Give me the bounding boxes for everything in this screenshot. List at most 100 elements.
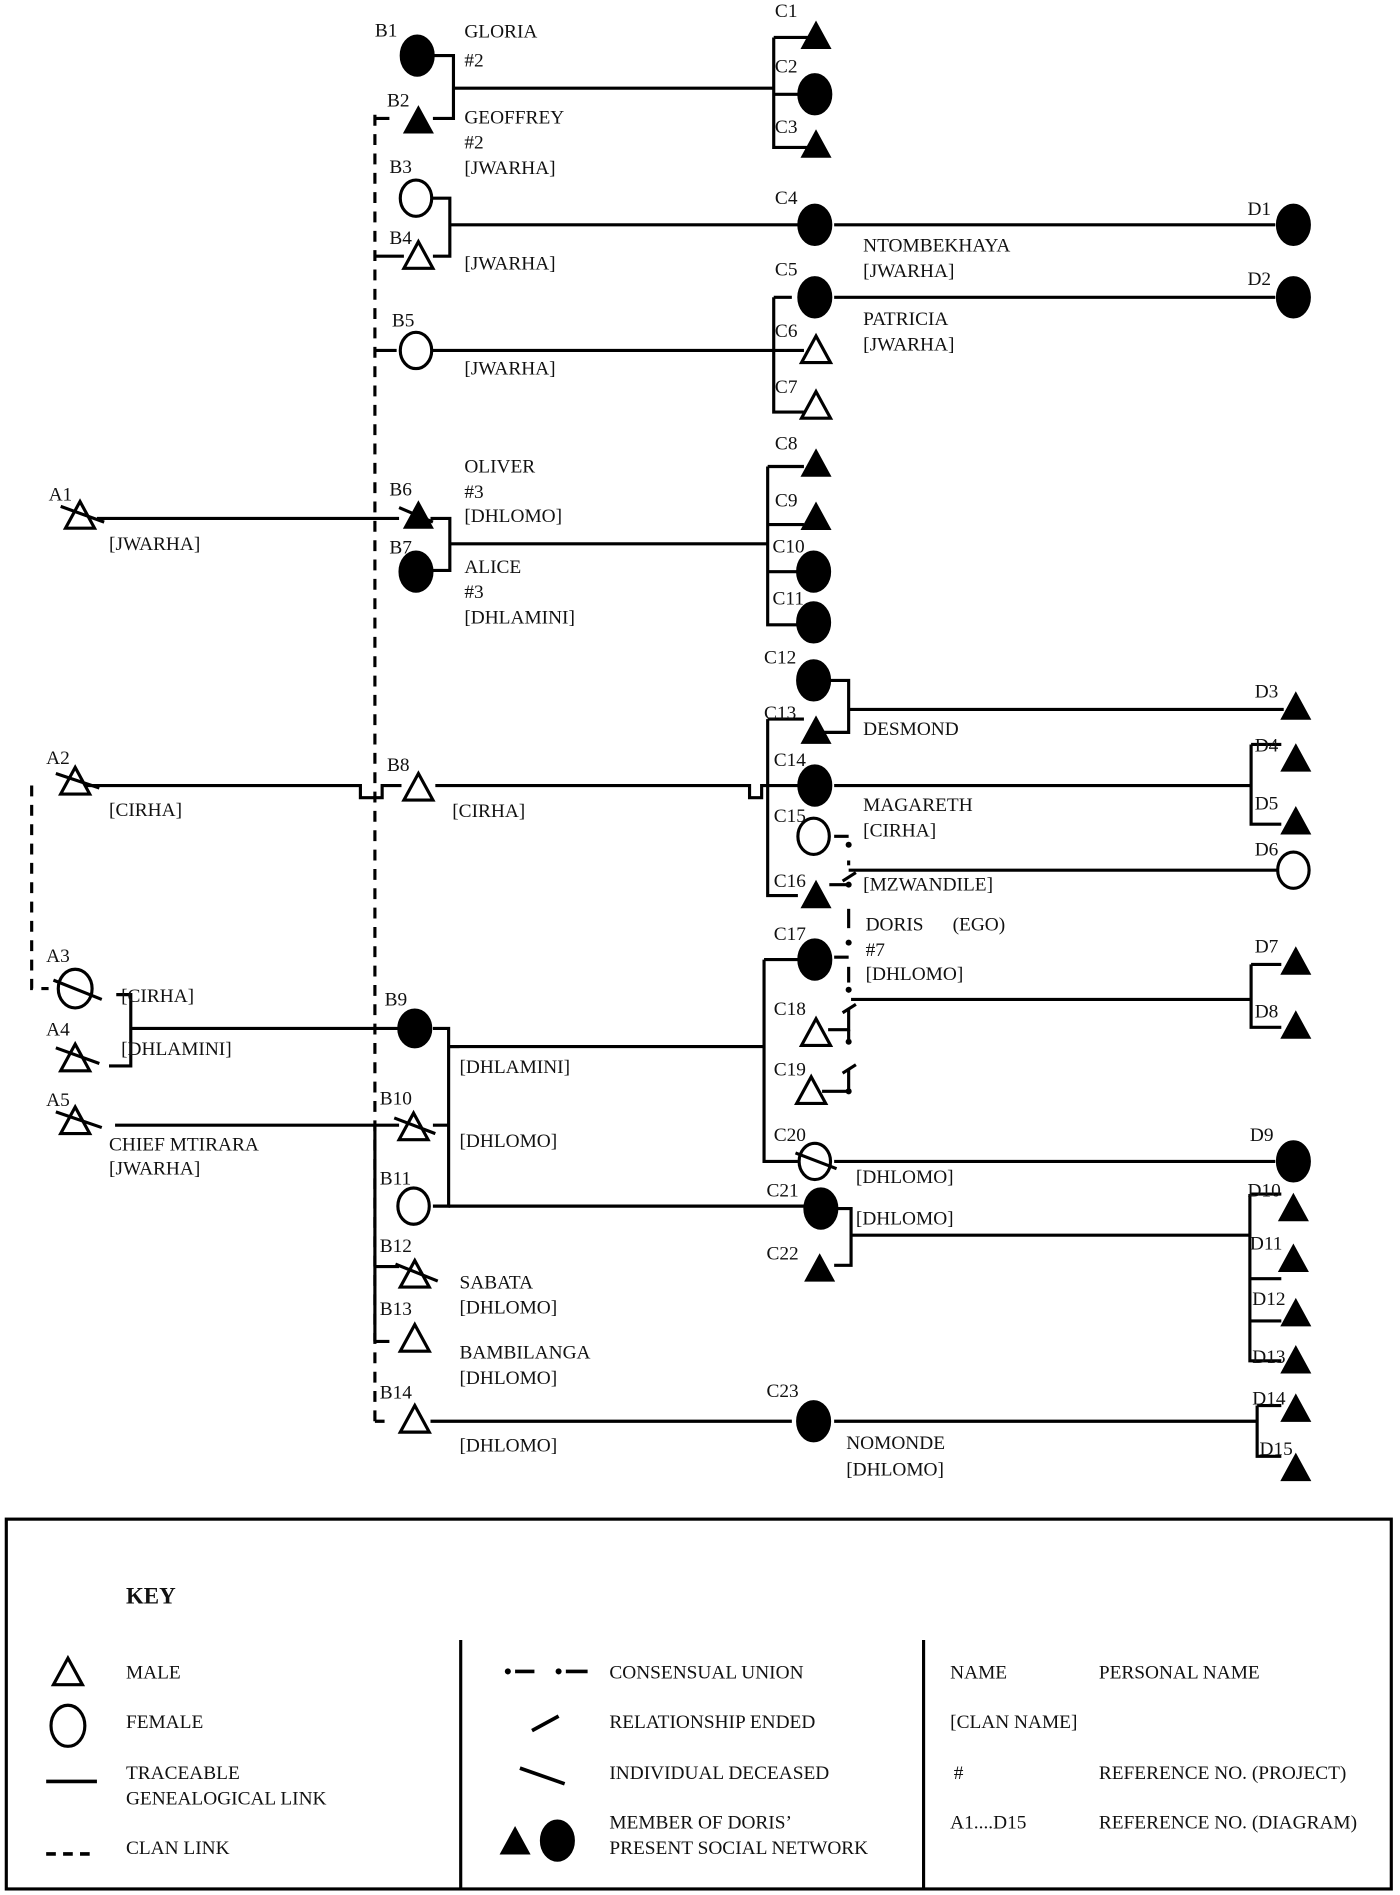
clan-b13: [DHLOMO] [459, 1368, 557, 1389]
clan-b6: [DHLOMO] [464, 506, 562, 527]
key-hash-desc: REFERENCE NO. (PROJECT) [1099, 1763, 1347, 1784]
ref-b2: B2 [387, 90, 410, 111]
ref-c9: C9 [775, 490, 798, 511]
ref-d8: D8 [1255, 1002, 1279, 1023]
union-b1-b2 [432, 54, 774, 121]
ref-b1: B1 [375, 20, 398, 41]
person-b12 [398, 1258, 431, 1289]
ref-c23: C23 [766, 1381, 798, 1402]
project-c17: #7 [866, 940, 886, 961]
ego-c17: (EGO) [953, 915, 1006, 936]
name-b1: GLORIA [464, 21, 537, 42]
person-c15 [796, 816, 831, 857]
ref-d3: D3 [1255, 681, 1279, 702]
name-labels: [JWARHA] [CIRHA] [CIRHA] [DHLAMINI] CHIE… [109, 21, 1010, 1480]
person-c4 [797, 203, 833, 246]
ref-c19: C19 [774, 1060, 806, 1081]
ref-d14: D14 [1252, 1388, 1286, 1409]
clan-b9: [DHLAMINI] [459, 1057, 570, 1078]
ref-c13: C13 [764, 703, 796, 724]
key-traceable-label-1: TRACEABLE [126, 1763, 240, 1784]
person-d7 [1280, 946, 1311, 975]
person-c9 [800, 502, 832, 530]
key-male-icon [51, 1656, 85, 1687]
ref-b9: B9 [385, 990, 408, 1011]
project-b1: #2 [464, 50, 483, 71]
key-traceable-label-2: GENEALOGICAL LINK [126, 1788, 327, 1809]
clan-b5: [JWARHA] [464, 359, 555, 380]
ref-d13: D13 [1252, 1347, 1285, 1368]
clan-a5: [JWARHA] [109, 1159, 200, 1180]
key-female-icon [49, 1703, 87, 1748]
person-c7 [799, 389, 833, 420]
ref-c17: C17 [774, 924, 807, 945]
persons [52, 21, 1311, 1482]
ref-a5: A5 [46, 1090, 70, 1111]
key-member-circle-icon [539, 1819, 575, 1862]
ref-b5: B5 [392, 310, 415, 331]
person-b1 [399, 34, 435, 77]
key-clan-link-label: CLAN LINK [126, 1838, 230, 1859]
ref-d11: D11 [1250, 1234, 1283, 1255]
clan-b7: [DHLAMINI] [464, 608, 575, 629]
sibling-c1-c3 [772, 35, 808, 150]
person-c13 [800, 716, 832, 744]
ref-c12: C12 [764, 647, 796, 668]
ref-d12: D12 [1252, 1289, 1285, 1310]
project-b6: #3 [464, 482, 483, 503]
ref-b3: B3 [389, 157, 412, 178]
clan-c20: [DHLOMO] [856, 1167, 954, 1188]
person-c22 [804, 1253, 835, 1282]
clan-b8: [CIRHA] [452, 801, 525, 822]
person-c11 [796, 601, 832, 644]
clan-a3: [CIRHA] [121, 986, 194, 1007]
ref-d2: D2 [1247, 269, 1271, 290]
ref-b11: B11 [380, 1168, 412, 1189]
key-female-label: FEMALE [126, 1712, 203, 1733]
key-deceased-label: INDIVIDUAL DECEASED [609, 1763, 829, 1784]
name-c4: NTOMBEKHAYA [863, 235, 1010, 256]
link-lines [30, 35, 1284, 1458]
ref-a3: A3 [46, 946, 70, 967]
clan-a1: [JWARHA] [109, 534, 200, 555]
person-b7 [398, 550, 434, 593]
name-b6: OLIVER [464, 457, 535, 478]
ref-d6: D6 [1255, 840, 1279, 861]
ref-b12: B12 [380, 1236, 412, 1257]
person-b14 [398, 1403, 431, 1434]
person-c10 [796, 550, 832, 593]
person-d12 [1280, 1298, 1311, 1327]
person-c12 [796, 659, 832, 702]
key-consensual-label: CONSENSUAL UNION [609, 1663, 803, 1684]
key-box [4, 1517, 1393, 1891]
key-name-desc: PERSONAL NAME [1099, 1663, 1260, 1684]
person-d5 [1280, 806, 1311, 835]
name-b7: ALICE [464, 557, 521, 578]
ref-c5: C5 [775, 260, 798, 281]
person-b5 [398, 330, 434, 371]
clan-c5: [JWARHA] [863, 334, 954, 355]
key-clan-symbol: [CLAN NAME] [950, 1712, 1077, 1733]
clan-b4: [JWARHA] [464, 254, 555, 275]
clan-b14: [DHLOMO] [459, 1435, 557, 1456]
person-c14 [797, 764, 833, 807]
ref-b7: B7 [389, 538, 412, 559]
clan-b10: [DHLOMO] [459, 1131, 557, 1152]
person-b8 [402, 771, 435, 802]
ref-c4: C4 [775, 188, 798, 209]
ref-d10: D10 [1247, 1180, 1280, 1201]
key-consensual-icon [504, 1668, 588, 1675]
clan-c23: [DHLOMO] [846, 1460, 944, 1481]
person-d8 [1280, 1010, 1311, 1039]
clan-c17: [DHLOMO] [866, 964, 964, 985]
key-ref-desc: REFERENCE NO. (DIAGRAM) [1099, 1813, 1357, 1834]
person-d13 [1280, 1345, 1311, 1374]
person-c3 [800, 129, 832, 158]
project-b7: #3 [464, 582, 483, 603]
ref-b6: B6 [389, 480, 412, 501]
key-title: KEY [126, 1584, 176, 1609]
ref-b4: B4 [389, 228, 412, 249]
ref-c1: C1 [775, 1, 798, 22]
person-d6 [1276, 850, 1311, 890]
